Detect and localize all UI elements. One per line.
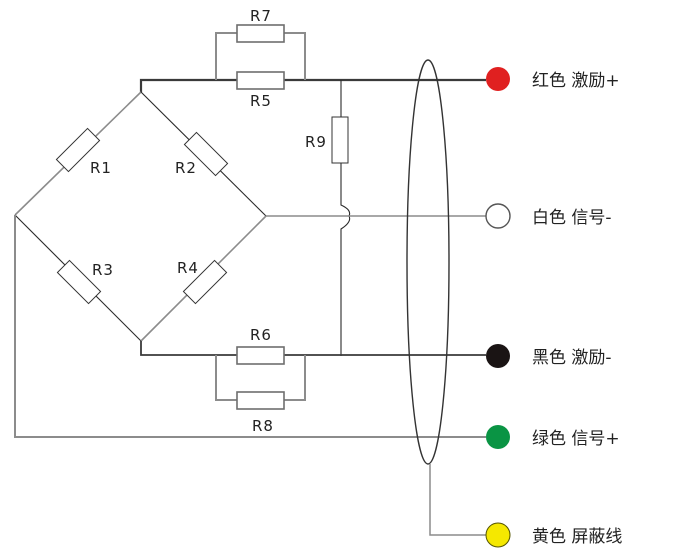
resistor-r4: [182, 259, 228, 305]
resistor-label-r3: R3: [92, 261, 114, 279]
terminal-dot-green: [486, 425, 510, 449]
wire-excitation-positive: [139, 78, 486, 92]
resistor-label-r9: R9: [305, 133, 327, 151]
terminal-signal-negative: 白色 信号-: [485, 203, 612, 229]
terminal-signal-positive: 绿色 信号+: [486, 425, 620, 449]
resistor-label-r4: R4: [177, 259, 199, 277]
resistor-r6: [236, 346, 285, 365]
resistor-label-r8: R8: [252, 417, 274, 435]
cable-shield-outline: [406, 59, 450, 465]
resistor-label-r7: R7: [250, 7, 272, 25]
wire-shield: [429, 464, 486, 536]
resistor-label-r5: R5: [250, 92, 272, 110]
resistor-r8: [236, 391, 285, 410]
resistor-label-r1: R1: [90, 159, 112, 177]
terminal-dot-red: [486, 67, 510, 91]
resistor-r3: [56, 259, 102, 305]
terminal-excitation-positive: 红色 激励+: [486, 67, 620, 91]
resistor-r2: [183, 131, 229, 177]
wire-excitation-negative: [140, 341, 486, 356]
terminal-label-signal-negative: 白色 信号-: [532, 208, 612, 228]
resistor-r1: [55, 127, 101, 173]
terminal-dot-black: [486, 344, 510, 368]
terminal-label-excitation-negative: 黑色 激励-: [532, 348, 612, 368]
wire-signal-positive: [14, 215, 486, 438]
resistor-r5: [236, 71, 285, 90]
resistor-r7: [236, 24, 285, 43]
resistor-label-r6: R6: [250, 326, 272, 344]
terminal-label-signal-positive: 绿色 信号+: [532, 429, 620, 449]
terminal-dot-white: [485, 203, 511, 229]
terminal-label-shield: 黄色 屏蔽线: [532, 527, 622, 547]
terminal-shield: 黄色 屏蔽线: [485, 522, 622, 548]
resistor-label-r2: R2: [175, 159, 197, 177]
terminal-excitation-negative: 黑色 激励-: [486, 344, 612, 368]
terminal-dot-yellow: [485, 522, 511, 548]
terminal-label-excitation-positive: 红色 激励+: [532, 71, 620, 91]
resistor-r9: [331, 116, 349, 164]
